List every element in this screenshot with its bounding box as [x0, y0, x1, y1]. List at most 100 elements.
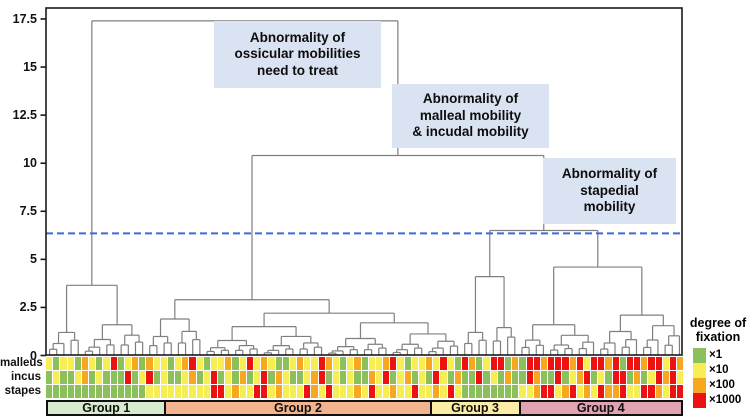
heatmap-cell [268, 357, 275, 370]
heatmap-cell [261, 357, 268, 370]
heatmap-cell [483, 357, 490, 370]
heatmap-cell [167, 385, 175, 398]
heatmap-cell [677, 385, 684, 398]
heatmap-cell [318, 371, 325, 384]
heatmap-cell [46, 385, 53, 398]
heatmap-cell [569, 385, 576, 398]
heatmap-cell [605, 385, 612, 398]
heatmap-cell [669, 357, 677, 370]
heatmap-cell [461, 371, 469, 384]
heatmap-cell [325, 357, 332, 370]
heatmap-cell [555, 357, 562, 370]
heatmap-cell [526, 371, 533, 384]
legend-swatch-icon [693, 362, 706, 378]
heatmap-cell [289, 357, 297, 370]
heatmap-cell [526, 385, 533, 398]
heatmap-cell [490, 371, 497, 384]
heatmap-cell [505, 371, 512, 384]
heatmap-cell [569, 371, 576, 384]
heatmap-cell [397, 385, 404, 398]
heatmap-cell [304, 357, 311, 370]
heatmap-cell [426, 371, 433, 384]
heatmap-cell [418, 385, 426, 398]
heatmap-cell [210, 357, 218, 370]
heatmap-cell [562, 357, 569, 370]
heatmap-cell [411, 357, 418, 370]
heatmap-cell [253, 371, 261, 384]
heatmap-cell [598, 385, 605, 398]
heatmap-cell [483, 371, 490, 384]
heatmap-cell [361, 357, 368, 370]
heatmap-cell [476, 371, 483, 384]
heatmap-cell [626, 357, 634, 370]
heatmap-cell [598, 371, 605, 384]
heatmap-cell [433, 385, 440, 398]
heatmap-cell [218, 357, 225, 370]
heatmap-cell [282, 371, 289, 384]
heatmap-cell [361, 385, 368, 398]
heatmap-cell [440, 385, 447, 398]
heatmap-cell [268, 385, 275, 398]
heatmap-cell [548, 357, 555, 370]
heatmap-cell [497, 371, 504, 384]
heatmap-cell [576, 371, 583, 384]
heatmap-cell [89, 371, 96, 384]
heatmap-cell [203, 357, 210, 370]
fixation-heatmap [46, 357, 684, 399]
heatmap-cell [282, 385, 289, 398]
heatmap-cell [519, 357, 526, 370]
heatmap-cell [519, 385, 526, 398]
legend-item: ×1 [687, 347, 749, 363]
heatmap-cell [275, 371, 282, 384]
heatmap-cell [591, 385, 598, 398]
heatmap-cell [418, 357, 426, 370]
heatmap-cell [218, 371, 225, 384]
heatmap-cell [117, 371, 124, 384]
heatmap-cell [268, 371, 275, 384]
heatmap-cell [583, 385, 591, 398]
heatmap-cell [619, 385, 626, 398]
y-tick-label: 12.5 [12, 108, 37, 123]
heatmap-cell [318, 357, 325, 370]
heatmap-cell [533, 357, 540, 370]
heatmap-cell [641, 371, 648, 384]
heatmap-cell [167, 357, 175, 370]
heatmap-cell [634, 385, 641, 398]
heatmap-row-labels: malleus incus stapes [0, 357, 43, 399]
heatmap-cell [655, 371, 662, 384]
heatmap-cell [662, 385, 669, 398]
heatmap-cell [433, 357, 440, 370]
heatmap-cell [89, 357, 96, 370]
y-tick-label: 5 [30, 252, 37, 267]
heatmap-cell [232, 385, 239, 398]
heatmap-cell [81, 371, 89, 384]
heatmap-cell [634, 357, 641, 370]
heatmap-cell [626, 371, 634, 384]
legend-swatch-icon [693, 377, 706, 393]
heatmap-cell [440, 357, 447, 370]
heatmap-cell [225, 371, 232, 384]
heatmap-cell [576, 357, 583, 370]
heatmap-cell [505, 357, 512, 370]
heatmap-cell [96, 371, 103, 384]
legend-item-label: ×1000 [709, 393, 742, 406]
heatmap-cell [562, 371, 569, 384]
heatmap-cell [426, 357, 433, 370]
heatmap-cell [239, 371, 246, 384]
heatmap-cell [289, 371, 297, 384]
heatmap-cell [505, 385, 512, 398]
heatmap-cell [497, 385, 504, 398]
heatmap-cell [340, 371, 347, 384]
heatmap-cell [232, 357, 239, 370]
y-tick-label: 10 [23, 156, 37, 171]
heatmap-cell [261, 371, 268, 384]
legend-swatch-icon [693, 392, 706, 408]
heatmap-cell [132, 385, 139, 398]
heatmap-cell [347, 371, 354, 384]
heatmap-cell [132, 371, 139, 384]
heatmap-cell [447, 371, 454, 384]
heatmap-cell [648, 385, 655, 398]
y-tick-label: 17.5 [12, 11, 37, 26]
heatmap-row-malleus [46, 357, 684, 370]
